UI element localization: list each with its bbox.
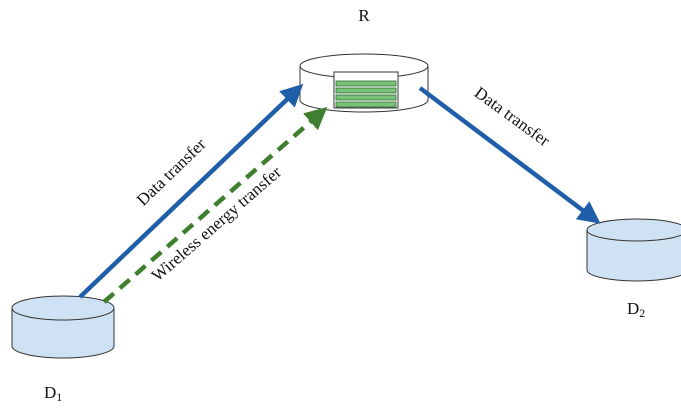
data-transfer-arrow-d1-r xyxy=(78,83,304,299)
relay-node-r xyxy=(299,53,429,113)
node-label-d2: D2 xyxy=(627,299,645,320)
source-cylinder-top xyxy=(11,295,115,321)
edge-label-data-transfer-1: Data transfer xyxy=(133,134,210,209)
destination-cylinder-body xyxy=(586,230,681,282)
source-cylinder-body xyxy=(11,308,115,359)
data-transfer-arrow-r-d2 xyxy=(418,86,601,224)
source-node-d1 xyxy=(11,295,115,359)
node-label-r: R xyxy=(358,6,370,25)
battery-icon xyxy=(333,71,399,109)
destination-node-d2 xyxy=(586,218,681,282)
destination-cylinder-top xyxy=(586,218,681,242)
node-label-d1-sub: 1 xyxy=(56,390,62,404)
node-label-d1: D1 xyxy=(44,383,62,404)
edge-label-data-transfer-2: Data transfer xyxy=(471,83,554,150)
node-label-d2-sub: 2 xyxy=(639,306,645,320)
wireless-energy-arrow-d1-r xyxy=(102,107,328,304)
node-label-d1-main: D xyxy=(44,383,56,402)
node-label-d2-main: D xyxy=(627,299,639,318)
